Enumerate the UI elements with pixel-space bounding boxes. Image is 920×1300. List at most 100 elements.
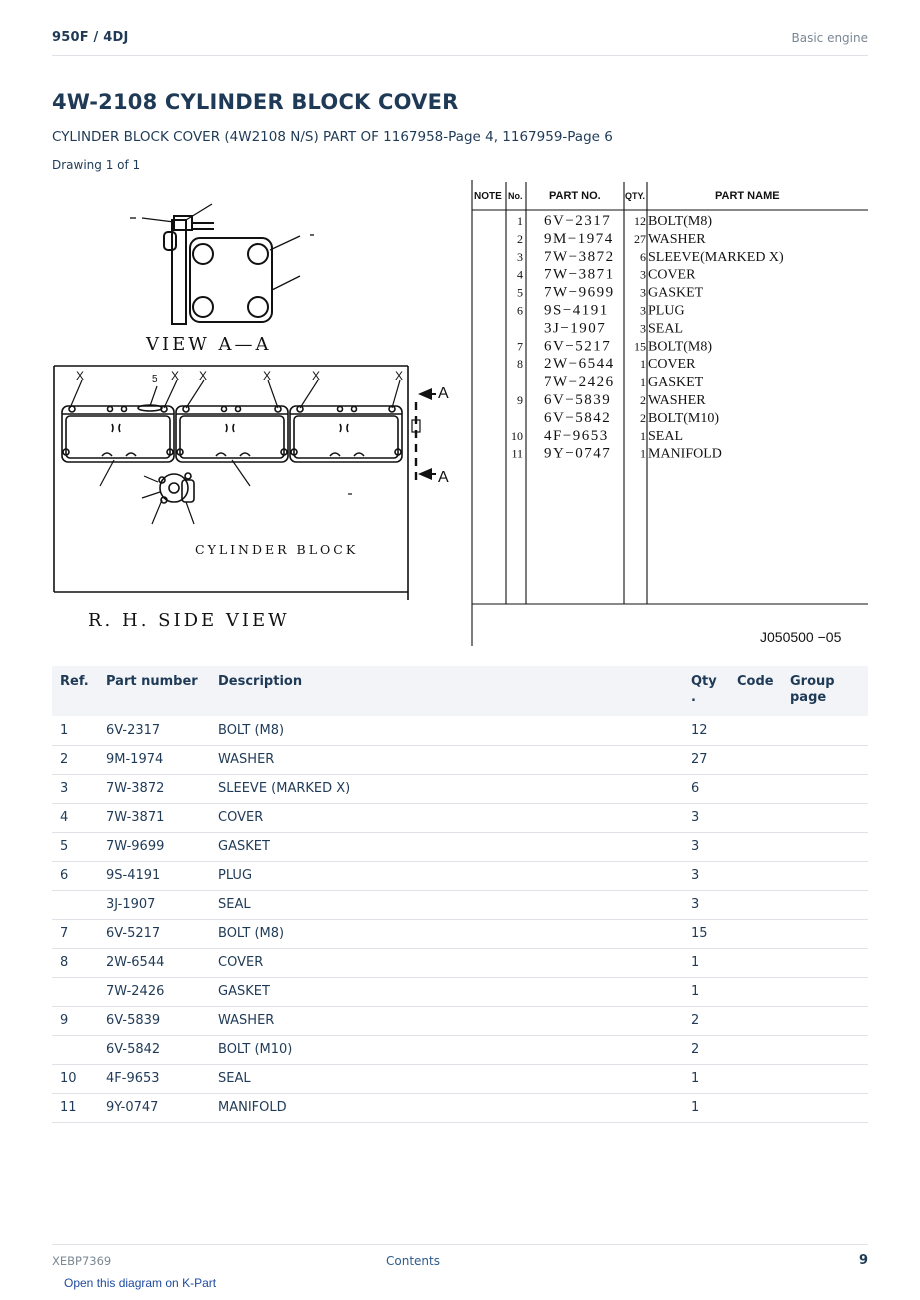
callout-x-2: X: [171, 369, 179, 383]
row-ref: [52, 977, 98, 1007]
scan-row-no: 7: [517, 339, 523, 353]
row-part-number: 9Y-0747: [98, 1093, 210, 1123]
row-ref: 7: [52, 919, 98, 949]
scan-row-name: COVER: [648, 268, 696, 283]
x-callouts: X X X X X X 5: [76, 369, 403, 385]
scan-row-part: 9Y−0747: [544, 446, 611, 462]
scan-row-part: 4F−9653: [544, 428, 609, 444]
row-part-number: 7W-3872: [98, 774, 210, 804]
callout-5: 5: [152, 374, 158, 385]
contents-link[interactable]: Contents: [386, 1254, 440, 1268]
row-description: BOLT (M8): [210, 716, 683, 746]
model-label: 950F / 4DJ: [52, 30, 129, 45]
row-part-number: 6V-2317: [98, 716, 210, 746]
scan-row-name: BOLT(M10): [648, 411, 719, 426]
scan-row-qty: 1: [640, 447, 646, 461]
scan-row-qty: 1: [640, 429, 646, 443]
row-description: WASHER: [210, 745, 683, 775]
callout-x-3: X: [199, 369, 207, 383]
row-group-page: [782, 861, 868, 891]
scan-row-part: 7W−3872: [544, 249, 615, 265]
scan-table-headers: NOTE No. PART NO. QTY. PART NAME: [474, 190, 780, 202]
row-qty: 1: [683, 948, 729, 978]
row-ref: 1: [52, 716, 98, 746]
scan-row-name: BOLT(M8): [648, 214, 712, 229]
parts-diagram: VIEW A—A: [52, 180, 868, 650]
section-arrow-top: [418, 388, 432, 400]
row-qty: 3: [683, 832, 729, 862]
scan-row-qty: 3: [640, 321, 646, 335]
scan-row-name: PLUG: [648, 304, 685, 319]
header-group-page: Group page: [782, 666, 868, 716]
scan-row-no: 4: [517, 268, 523, 282]
scan-row-part: 6V−2317: [544, 213, 611, 229]
parts-table: Ref. Part number Description Qty . Code …: [52, 666, 868, 1123]
row-part-number: 9M-1974: [98, 745, 210, 775]
page-header: 950F / 4DJ Basic engine: [52, 28, 868, 56]
row-description: WASHER: [210, 1006, 683, 1036]
row-code: [729, 1006, 782, 1036]
callout-x-1: X: [76, 369, 84, 383]
row-group-page: [782, 803, 868, 833]
row-ref: 8: [52, 948, 98, 978]
row-description: SEAL: [210, 890, 683, 920]
scan-row-no: 5: [517, 286, 523, 300]
page-title: 4W-2108 CYLINDER BLOCK COVER: [52, 90, 459, 114]
row-qty: 3: [683, 803, 729, 833]
scan-row-part: 7W−9699: [544, 285, 615, 301]
row-part-number: 7W-3871: [98, 803, 210, 833]
row-part-number: 6V-5217: [98, 919, 210, 949]
row-qty: 3: [683, 890, 729, 920]
scan-header-note: NOTE: [474, 191, 502, 202]
row-code: [729, 832, 782, 862]
row-group-page: [782, 919, 868, 949]
header-code: Code: [729, 666, 782, 716]
side-view-drawing: [53, 365, 436, 600]
row-code: [729, 977, 782, 1007]
row-code: [729, 1093, 782, 1123]
kpart-diagram-link[interactable]: Open this diagram on K-Part: [64, 1276, 217, 1290]
row-ref: 11: [52, 1093, 98, 1123]
scan-parts-table: [471, 180, 868, 646]
row-group-page: [782, 716, 868, 746]
scan-header-no: No.: [508, 191, 523, 201]
row-code: [729, 716, 782, 746]
scan-row-name: SLEEVE(MARKED X): [648, 250, 784, 265]
scan-row-no: 11: [511, 447, 523, 461]
section-label-bottom: A: [438, 469, 449, 486]
callout-x-6: X: [395, 369, 403, 383]
row-qty: 12: [683, 716, 729, 746]
parts-table-header-row: Ref. Part number Description Qty . Code …: [52, 666, 868, 716]
row-description: BOLT (M10): [210, 1035, 683, 1065]
scan-row-name: GASKET: [648, 286, 704, 301]
row-qty: 27: [683, 745, 729, 775]
row-code: [729, 803, 782, 833]
scan-header-qty: QTY.: [625, 191, 645, 201]
row-qty: 1: [683, 1064, 729, 1094]
row-qty: 3: [683, 861, 729, 891]
scan-row-name: WASHER: [648, 393, 706, 408]
scan-row-part: 6V−5217: [544, 338, 611, 354]
row-code: [729, 1035, 782, 1065]
scan-row-no: 8: [517, 357, 523, 371]
row-qty: 1: [683, 1093, 729, 1123]
doc-id: XEBP7369: [52, 1254, 112, 1268]
row-code: [729, 774, 782, 804]
section-label-top: A: [438, 385, 449, 402]
row-group-page: [782, 832, 868, 862]
callout-x-4: X: [263, 369, 271, 383]
scan-row-qty: 2: [640, 393, 646, 407]
scan-row-qty: 1: [640, 357, 646, 371]
row-group-page: [782, 745, 868, 775]
view-aa-drawing: [130, 203, 314, 325]
